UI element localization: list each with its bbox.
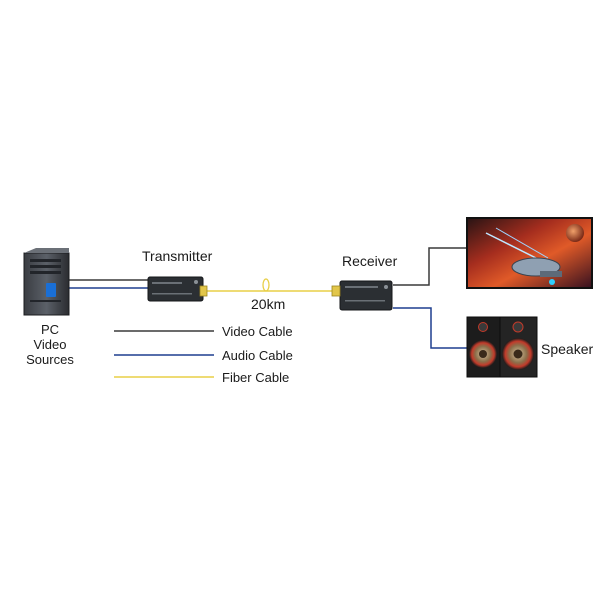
legend-fiber-label: Fiber Cable [222, 370, 290, 385]
transmitter-device-icon [147, 276, 208, 302]
pc-to-transmitter-cables [69, 279, 148, 289]
receiver-label: Receiver [342, 253, 398, 269]
display-screen-icon [466, 217, 593, 289]
pc-label: PC Video Sources [10, 322, 90, 367]
speaker-label: Speaker [541, 341, 594, 357]
speaker-pair-icon [466, 316, 538, 378]
receiver-device-icon [331, 280, 393, 311]
fiber-coil-icon [262, 278, 270, 292]
legend-video-label: Video Cable [222, 324, 293, 339]
pc-tower-icon [23, 248, 70, 316]
receiver-output-cables [393, 247, 470, 349]
fiber-cable [206, 278, 332, 292]
legend-audio-label: Audio Cable [222, 348, 293, 363]
pc-label-line1: PC [40, 322, 60, 337]
distance-label: 20km [251, 296, 286, 312]
audio-cable-out [393, 307, 469, 349]
video-cable-out [393, 247, 470, 286]
pc-label-line2: Video Sources [26, 337, 74, 367]
transmitter-label: Transmitter [142, 248, 213, 264]
legend-swatches [114, 330, 214, 378]
